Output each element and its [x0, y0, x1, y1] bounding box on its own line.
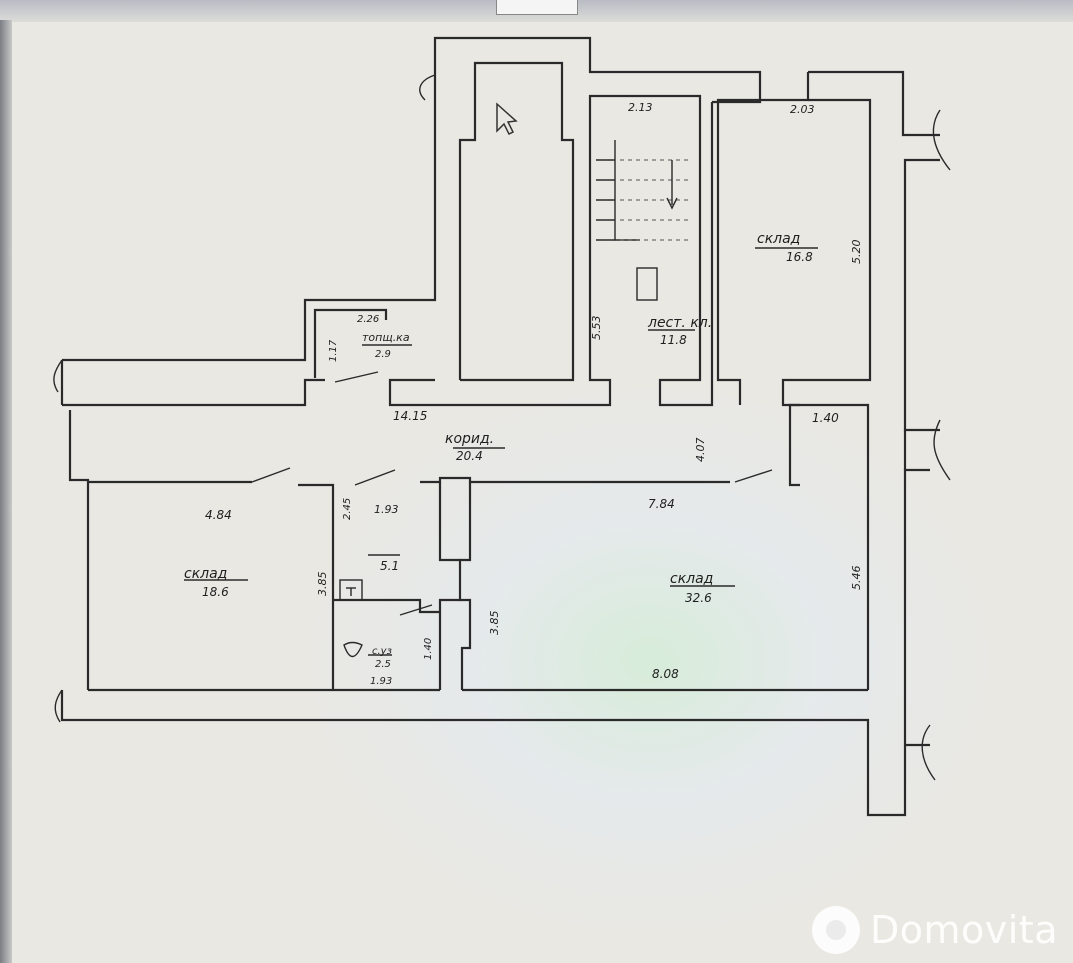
store-main-title: склад — [670, 571, 713, 587]
boiler-area: 2.9 — [375, 349, 391, 360]
room-labels: 2.13 лест. кл. 11.8 5.53 2.26 топщ.ка 2.… — [184, 101, 863, 687]
domovita-watermark: Domovita — [812, 900, 1058, 960]
screen-left-edge — [0, 20, 12, 963]
corridor-dim-side: 4.07 — [694, 438, 707, 463]
boiler-dim-top: 2.26 — [357, 314, 379, 325]
wc-title: с.уз — [372, 646, 392, 657]
store-left-area: 18.6 — [202, 585, 229, 599]
store-main-area: 32.6 — [685, 591, 712, 605]
store-main-dim-side-left: 3.85 — [488, 611, 501, 636]
boiler-title: топщ.ка — [362, 331, 410, 344]
corridor-dim-len: 14.15 — [393, 409, 427, 423]
wc-dim-side: 1.40 — [423, 638, 434, 660]
watermark-brand-text: Domovita — [870, 908, 1059, 952]
store-tr-dim-top: 2.03 — [790, 103, 815, 116]
store-main-dim-top: 7.84 — [648, 497, 675, 511]
boiler-dim-side: 1.17 — [328, 339, 339, 362]
walls — [53, 36, 951, 817]
stair-dim-side: 5.53 — [590, 316, 603, 341]
store-main-dim-side-right: 5.46 — [850, 566, 863, 591]
store-left-title: склад — [184, 566, 227, 582]
pointer-cursor-icon — [496, 102, 518, 136]
corridor-area: 20.4 — [456, 449, 483, 463]
store-tr-area: 16.8 — [786, 250, 813, 264]
store-tr-dim-side: 5.20 — [850, 240, 863, 265]
store-left-dim-top: 4.84 — [205, 508, 232, 522]
window-tab — [496, 0, 578, 15]
store-left-dim-side: 3.85 — [316, 572, 329, 597]
store-tr-title: склад — [757, 231, 800, 247]
corridor-title: корид. — [445, 431, 494, 447]
niche-dim: 1.40 — [812, 411, 839, 425]
small-room-dim-side: 2.45 — [342, 498, 353, 520]
store-main-dim-bottom: 8.08 — [652, 667, 679, 681]
stair-dim-top: 2.13 — [628, 101, 653, 114]
wc-dim-bottom: 1.93 — [370, 676, 392, 687]
small-room-area: 5.1 — [380, 559, 399, 573]
stair-title: лест. кл. — [647, 315, 712, 331]
small-room-dim-top: 1.93 — [374, 503, 399, 516]
stair-area: 11.8 — [660, 333, 687, 347]
wc-area: 2.5 — [375, 659, 391, 670]
domovita-logo-icon — [812, 906, 860, 954]
